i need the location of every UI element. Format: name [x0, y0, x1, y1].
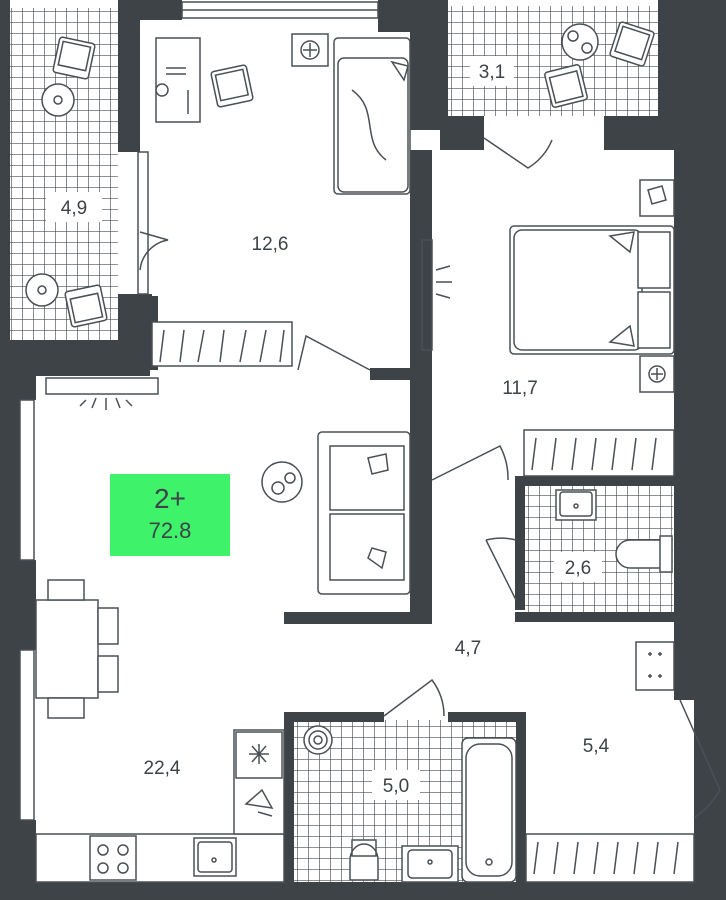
room-area-balcony-right: 3,1 [479, 62, 505, 83]
wardrobe-bedroom-large [523, 429, 675, 477]
coffee-table [261, 461, 303, 503]
badge-area: 72.8 [149, 518, 192, 543]
windows [19, 1, 433, 821]
room-area-living-kitchen: 22,4 [144, 758, 181, 779]
doors [139, 137, 721, 819]
room-area-corridor: 4,7 [455, 638, 481, 659]
furniture [25, 21, 695, 883]
room-area-wc: 2,6 [565, 558, 591, 579]
room-labels: 4,9 12,6 3,1 11,7 22,4 2,6 4,7 5,0 5,4 [46, 56, 610, 800]
tv-unit [45, 377, 159, 395]
desk [155, 37, 201, 123]
hob [635, 641, 675, 691]
desk-chair [210, 64, 254, 108]
balcony-left-chair-bottom [64, 284, 108, 328]
balcony-right-chair-1 [609, 21, 655, 67]
room-area-balcony-left: 4,9 [61, 198, 87, 219]
badge-background [110, 474, 230, 556]
balcony-right-table [561, 23, 599, 61]
bathroom-toilet [349, 839, 379, 881]
room-area-hall: 5,4 [583, 736, 610, 757]
badge-rooms: 2+ [154, 483, 186, 514]
wc-toilet [615, 535, 673, 573]
wardrobe-hall [525, 833, 695, 883]
apartment-badge: 2+ 72.8 [110, 474, 230, 556]
balcony-right-chair-2 [544, 64, 588, 108]
stove [89, 835, 137, 881]
room-area-bedroom-large: 11,7 [502, 378, 538, 399]
kitchen-counter [35, 833, 285, 883]
balcony-left-chair-top [52, 36, 96, 80]
dining-table [35, 599, 99, 699]
room-area-bathroom: 5,0 [383, 776, 409, 797]
room-area-bedroom-small: 12,6 [252, 234, 289, 255]
